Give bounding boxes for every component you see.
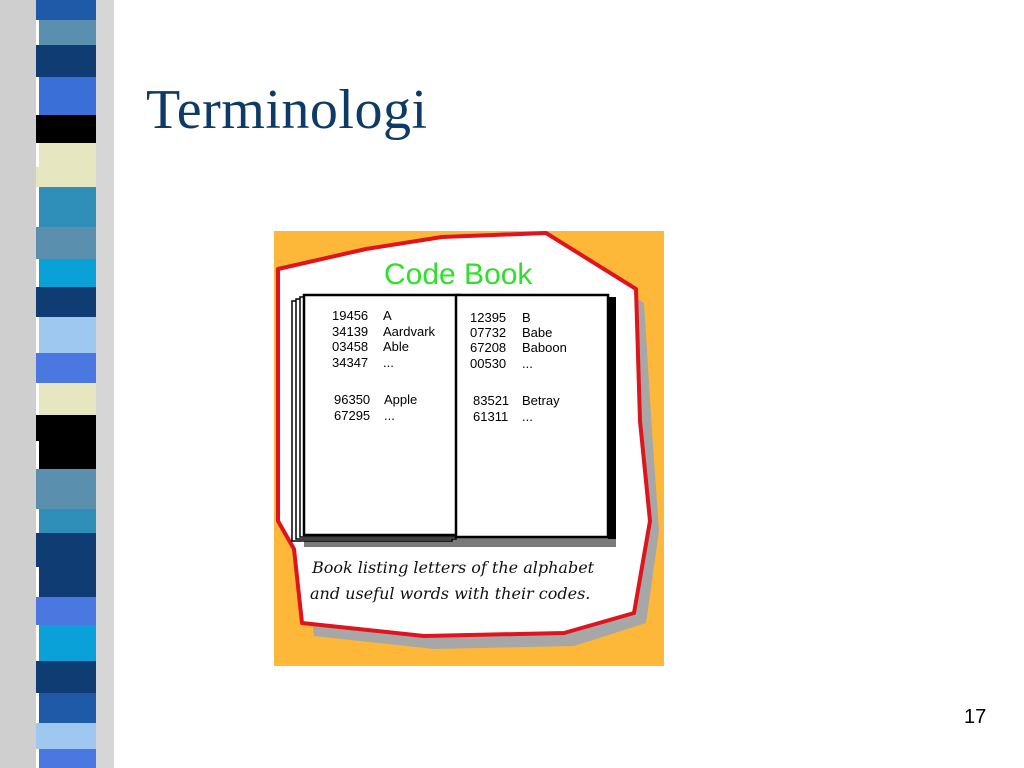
stripe-block [36,415,96,441]
entry-word: Able [383,339,409,354]
entry-word: Babe [522,325,552,340]
entry-word: A [383,308,392,323]
entry-word: Aardvark [383,324,436,339]
stripe-block [39,749,96,768]
stripe-block [39,509,96,533]
stripe-block [36,287,96,317]
stripe-block [36,469,96,509]
stripe-block [39,259,96,287]
stripe-block [36,167,96,187]
stripe-block [36,0,96,20]
stripe-block [39,383,96,415]
entry-code: 67295 [334,408,370,423]
book-heading: Code Book [384,258,533,291]
stripe-block [39,143,96,167]
left-page-entries: 19456 A 34139 Aardvark 03458 Able 34347 … [332,308,436,423]
entry-code: 07732 [470,325,506,340]
entry-word: Baboon [522,340,567,355]
left-page [302,293,462,537]
stripe-block [39,625,96,661]
code-book-illustration: Code Book 19456 A 34139 Aardvark 03458 A… [274,231,664,666]
stripe-block [39,77,96,115]
stripe-block [36,597,96,625]
entry-word: B [522,310,531,325]
stripe-block [36,115,96,143]
code-book-drawing: Code Book 19456 A 34139 Aardvark 03458 A… [276,231,659,649]
stripe-block [39,567,96,597]
decorative-stripe [0,0,120,768]
entry-word: Betray [522,393,560,408]
entry-word: ... [522,409,533,424]
stripe-block [36,353,96,383]
entry-code: 12395 [470,310,506,325]
slide-title: Terminologi [146,79,428,141]
stripe-block [39,317,96,353]
entry-code: 19456 [332,308,368,323]
right-page-entries: 12395 B 07732 Babe 67208 Baboon 00530 ..… [470,310,567,424]
entry-code: 00530 [470,356,506,371]
stripe-block [36,45,96,77]
entry-code: 83521 [473,393,509,408]
stripe-block [36,227,96,259]
entry-code: 34347 [332,355,368,370]
stripe-block [39,441,96,469]
entry-code: 96350 [334,392,370,407]
right-page-edge [608,297,616,539]
caption-line-2: and useful words with their codes. [310,584,590,603]
entry-word: ... [383,355,394,370]
stripe-block [36,661,96,693]
entry-word: ... [522,356,533,371]
entry-code: 03458 [332,339,368,354]
right-page [454,293,610,539]
entry-word: ... [384,408,395,423]
entry-word: Apple [384,392,417,407]
stripe-block [39,20,96,45]
caption-line-1: Book listing letters of the alphabet [311,558,595,577]
stripe-block [36,723,96,749]
entry-code: 34139 [332,324,368,339]
stripe-block [39,693,96,723]
stripe-block [36,533,96,567]
slide-number: 17 [964,706,987,728]
entry-code: 61311 [473,409,508,424]
entry-code: 67208 [470,340,506,355]
stripe-block [39,187,96,227]
